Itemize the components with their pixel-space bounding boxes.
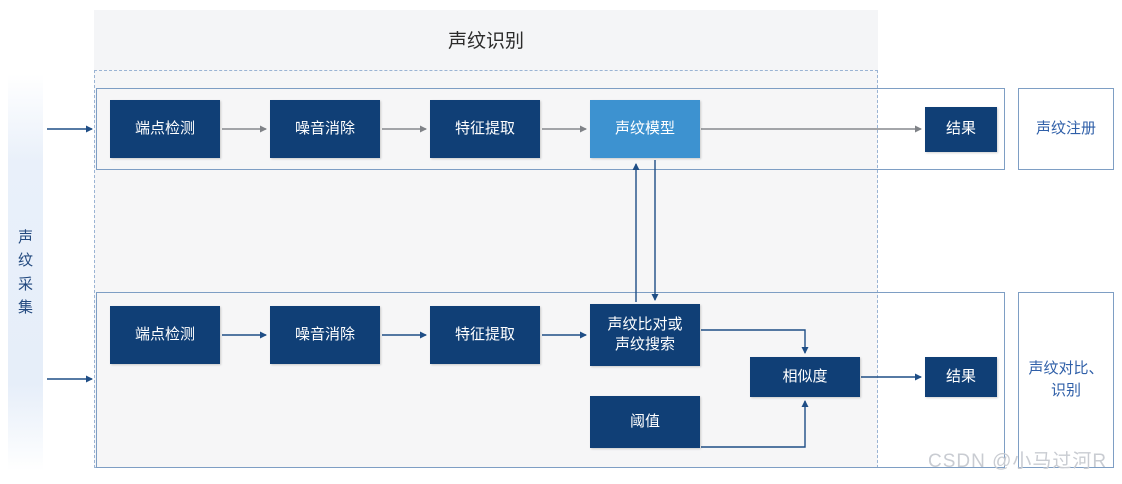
node-noise-removal-verify[interactable]: 噪音消除 xyxy=(270,306,380,364)
node-voiceprint-compare-or-search[interactable]: 声纹比对或 声纹搜索 xyxy=(590,304,700,366)
watermark-text: CSDN @小马过河R xyxy=(928,451,1108,472)
side-label-voiceprint-verification: 声纹对比、 识别 xyxy=(1018,292,1114,468)
verification-row-container xyxy=(96,292,1005,468)
node-endpoint-detection-verify[interactable]: 端点检测 xyxy=(110,306,220,364)
node-result-verify[interactable]: 结果 xyxy=(925,357,997,397)
node-feature-extraction-enroll[interactable]: 特征提取 xyxy=(430,100,540,158)
diagram-title: 声纹识别 xyxy=(447,31,524,52)
node-threshold[interactable]: 阈值 xyxy=(590,396,700,448)
voiceprint-capture-strip: 声 纹 采 集 xyxy=(8,74,43,471)
node-voiceprint-model[interactable]: 声纹模型 xyxy=(590,100,700,158)
voiceprint-capture-label: 声 纹 采 集 xyxy=(17,229,33,316)
node-noise-removal-enroll[interactable]: 噪音消除 xyxy=(270,100,380,158)
title-band-background xyxy=(94,10,878,70)
side-label-voiceprint-enrollment: 声纹注册 xyxy=(1018,88,1114,170)
enrollment-row-container xyxy=(96,88,1005,170)
node-result-enroll[interactable]: 结果 xyxy=(925,107,997,152)
node-endpoint-detection-enroll[interactable]: 端点检测 xyxy=(110,100,220,158)
node-feature-extraction-verify[interactable]: 特征提取 xyxy=(430,306,540,364)
node-similarity[interactable]: 相似度 xyxy=(750,357,860,397)
